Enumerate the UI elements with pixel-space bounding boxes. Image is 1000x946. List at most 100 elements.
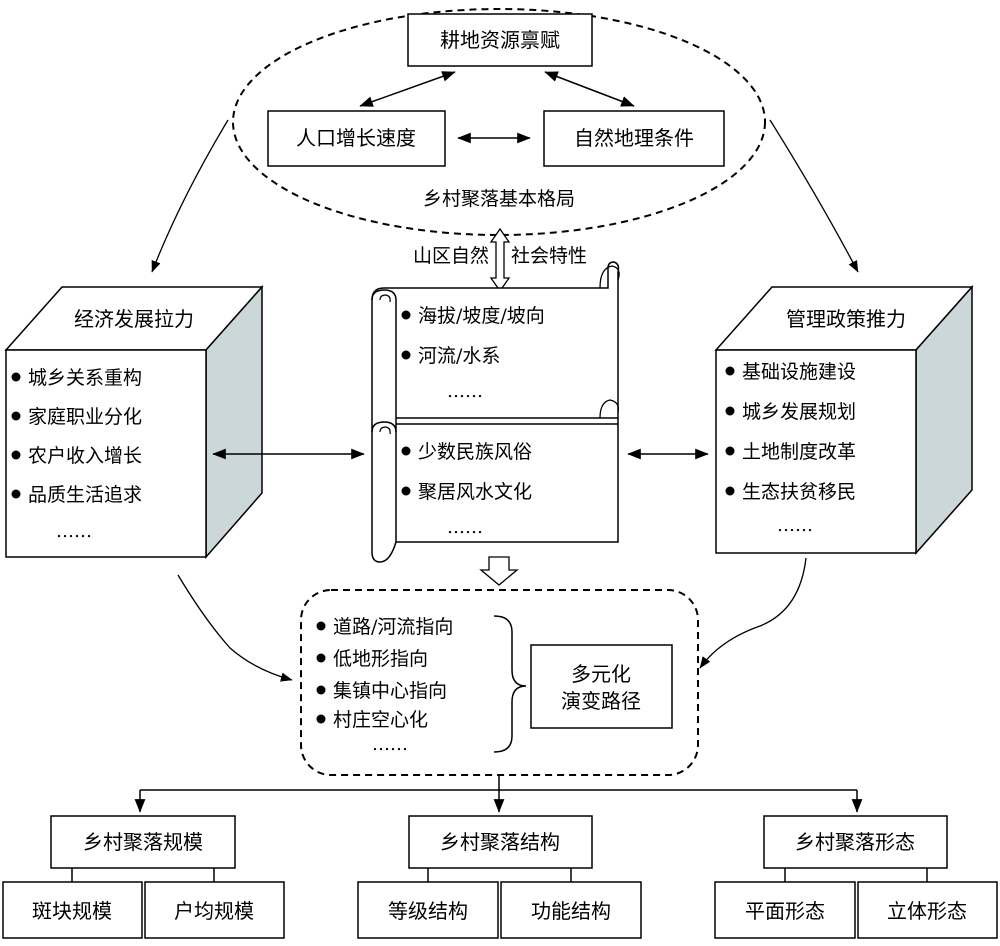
endowment-label: 耕地资源禀赋 bbox=[440, 28, 560, 52]
bullet bbox=[401, 486, 411, 496]
paths-summary-line2: 演变路径 bbox=[561, 689, 641, 713]
left-item: 城乡关系重构 bbox=[28, 367, 142, 389]
form-child-box bbox=[714, 881, 856, 939]
structure-child-label: 功能结构 bbox=[531, 899, 611, 923]
scroll-top-curl bbox=[371, 289, 397, 301]
form-child-label: 立体形态 bbox=[887, 899, 967, 923]
bullet bbox=[11, 372, 21, 382]
form-title: 乡村聚落形态 bbox=[795, 830, 915, 854]
bullet bbox=[316, 621, 326, 631]
hollow-down-arrow bbox=[479, 556, 519, 586]
paths-more: …… bbox=[372, 734, 408, 755]
bullet bbox=[401, 310, 411, 320]
structure-child-box bbox=[500, 881, 642, 939]
path-item: 集镇中心指向 bbox=[333, 680, 447, 702]
bullet bbox=[725, 486, 735, 496]
left-block-title: 经济发展拉力 bbox=[74, 307, 194, 331]
scroll-top-curl-inner bbox=[379, 294, 391, 303]
ellipse-to-left-arrow bbox=[151, 119, 229, 273]
natural-traits-label: 山区自然 bbox=[413, 245, 489, 267]
right-block-to-paths-curve bbox=[699, 557, 807, 669]
scroll-natural-more: …… bbox=[447, 381, 483, 402]
scale-box bbox=[50, 815, 236, 869]
right-policy-block: 管理政策推力 基础设施建设 城乡发展规划 土地制度改革 生态扶贫移民 …… bbox=[714, 285, 974, 555]
scroll-social-more: …… bbox=[447, 517, 483, 538]
scroll-mid-curl-left bbox=[371, 421, 397, 433]
evolution-paths-group: 道路/河流指向 低地形指向 集镇中心指向 村庄空心化 …… 多元化 演变路径 bbox=[300, 589, 699, 776]
structure-child-box bbox=[357, 881, 499, 939]
scroll-mid-curl-left-inner bbox=[379, 426, 391, 435]
left-item: 家庭职业分化 bbox=[28, 406, 142, 428]
left-more: …… bbox=[56, 521, 92, 542]
bullet bbox=[11, 411, 21, 421]
structure-title: 乡村聚落结构 bbox=[440, 830, 560, 854]
form-box bbox=[763, 815, 948, 869]
endowment-population-arrow bbox=[359, 71, 456, 107]
left-item: 农户收入增长 bbox=[28, 445, 142, 467]
social-traits-label: 社会特性 bbox=[511, 245, 587, 267]
basic-pattern-label: 乡村聚落基本格局 bbox=[423, 188, 575, 210]
form-child-connector bbox=[784, 868, 928, 882]
bullet bbox=[316, 685, 326, 695]
scale-child-label: 斑块规模 bbox=[32, 899, 112, 923]
bullet bbox=[11, 450, 21, 460]
path-item: 道路/河流指向 bbox=[333, 616, 453, 638]
endowment-box bbox=[407, 13, 593, 67]
population-label: 人口增长速度 bbox=[296, 126, 416, 150]
structure-child-label: 等级结构 bbox=[388, 899, 468, 923]
scale-child-box bbox=[144, 881, 285, 939]
form-child-box bbox=[857, 881, 998, 939]
right-item: 基础设施建设 bbox=[742, 361, 856, 383]
population-box bbox=[267, 110, 446, 167]
bullet bbox=[401, 446, 411, 456]
output-scale: 乡村聚落规模 斑块规模 户均规模 bbox=[2, 815, 285, 939]
scale-child-connector bbox=[71, 868, 215, 882]
path-item: 低地形指向 bbox=[333, 648, 428, 670]
endowment-geography-arrow bbox=[544, 71, 635, 107]
bullet bbox=[725, 406, 735, 416]
paths-summary-line1: 多元化 bbox=[571, 662, 631, 686]
top-basic-pattern-group: 耕地资源禀赋 人口增长速度 自然地理条件 乡村聚落基本格局 bbox=[232, 8, 766, 236]
output-structure: 乡村聚落结构 等级结构 功能结构 bbox=[357, 815, 642, 939]
scale-child-label: 户均规模 bbox=[174, 899, 254, 923]
structure-box bbox=[408, 815, 593, 869]
left-item: 品质生活追求 bbox=[28, 484, 142, 506]
bullet bbox=[401, 350, 411, 360]
bullet bbox=[725, 446, 735, 456]
right-block-front-face bbox=[715, 349, 917, 554]
left-economy-block: 经济发展拉力 城乡关系重构 家庭职业分化 农户收入增长 品质生活追求 …… bbox=[4, 285, 264, 559]
geography-box bbox=[543, 110, 725, 167]
scroll-natural-item: 河流/水系 bbox=[418, 345, 500, 367]
center-scroll: 海拔/坡度/坡向 河流/水系 …… 少数民族风俗 聚居风水文化 …… bbox=[371, 261, 620, 563]
scroll-mid-curl-right bbox=[599, 399, 619, 419]
geography-label: 自然地理条件 bbox=[574, 126, 694, 150]
right-more: …… bbox=[777, 515, 813, 536]
ellipse-to-right-arrow bbox=[769, 119, 859, 273]
paths-summary-box bbox=[530, 644, 673, 729]
bullet bbox=[316, 714, 326, 724]
top-dashed-ellipse bbox=[232, 8, 766, 236]
left-block-to-paths-curve bbox=[177, 574, 293, 682]
scroll-social-item: 聚居风水文化 bbox=[418, 481, 532, 503]
scroll-natural-item: 海拔/坡度/坡向 bbox=[418, 305, 545, 327]
left-block-front-face bbox=[5, 349, 207, 558]
scale-child-box bbox=[2, 881, 143, 939]
hollow-double-arrow bbox=[489, 227, 511, 293]
bullet bbox=[725, 366, 735, 376]
right-item: 土地制度改革 bbox=[742, 441, 856, 463]
bullet bbox=[316, 653, 326, 663]
form-child-label: 平面形态 bbox=[745, 899, 825, 923]
right-item: 城乡发展规划 bbox=[742, 401, 856, 423]
scroll-right-curl bbox=[599, 265, 620, 289]
scroll-social-item: 少数民族风俗 bbox=[418, 441, 532, 463]
right-item: 生态扶贫移民 bbox=[742, 481, 856, 503]
paths-brace bbox=[493, 615, 527, 753]
output-form: 乡村聚落形态 平面形态 立体形态 bbox=[714, 815, 998, 939]
output-tree-connectors bbox=[134, 775, 863, 813]
path-item: 村庄空心化 bbox=[333, 709, 428, 731]
structure-child-connector bbox=[427, 868, 572, 882]
scale-title: 乡村聚落规模 bbox=[83, 830, 203, 854]
bullet bbox=[11, 489, 21, 499]
right-block-title: 管理政策推力 bbox=[786, 307, 906, 331]
